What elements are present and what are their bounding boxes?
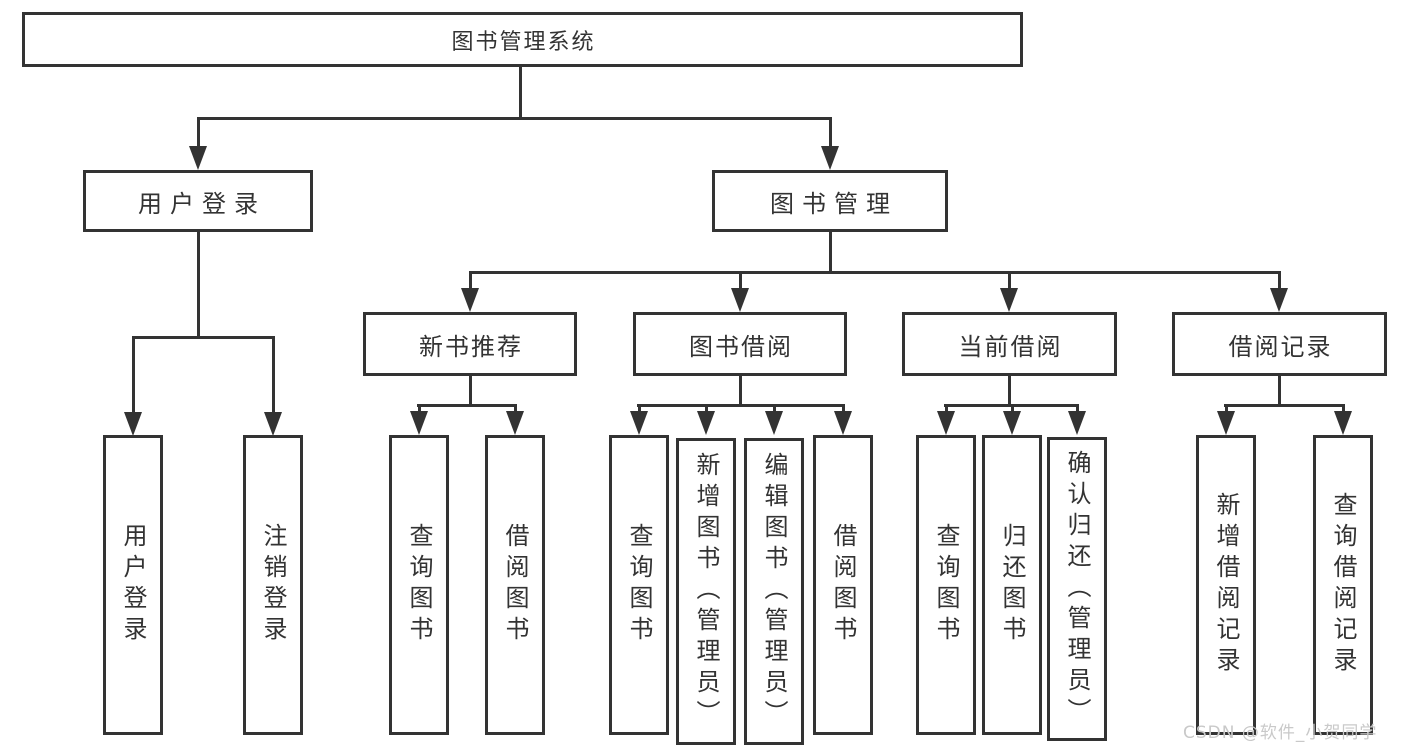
node-borrow-records-label: 借阅记录 [1228,332,1333,361]
leaf-borrow-books-recommend-label: 借阅图书 [501,523,529,647]
node-root: 图书管理系统 [22,12,1023,67]
leaf-add-borrow-record: 新增借阅记录 [1196,435,1256,735]
node-current-borrow: 当前借阅 [902,312,1117,376]
connector-line [514,404,517,414]
connector-line [132,336,135,413]
arrow-down-icon [461,288,479,312]
connector-line [197,117,831,120]
connector-line [829,232,832,274]
connector-line [132,336,275,339]
node-new-book-recommend: 新书推荐 [363,312,577,376]
connector-line [1076,404,1079,414]
leaf-logout: 注销登录 [243,435,303,735]
connector-line [197,117,200,146]
arrow-down-icon [937,411,955,435]
leaf-borrow-books-recommend: 借阅图书 [485,435,545,735]
arrow-down-icon [834,411,852,435]
leaf-query-borrow-record: 查询借阅记录 [1313,435,1373,735]
arrow-down-icon [124,412,142,436]
connector-line [739,376,742,407]
connector-line [417,404,517,407]
connector-line [197,232,200,339]
leaf-query-books-borrow: 查询图书 [609,435,669,735]
node-current-borrow-label: 当前借阅 [958,332,1063,361]
arrow-down-icon [765,411,783,435]
node-user-login: 用户登录 [83,170,313,232]
leaf-logout-label: 注销登录 [259,523,287,647]
arrow-down-icon [1217,411,1235,435]
connector-line [739,271,742,289]
connector-line [638,404,641,414]
leaf-user-login-label: 用户登录 [119,523,147,647]
leaf-confirm-return-admin: 确认归还（管理员） [1047,437,1107,741]
node-book-management-label: 图书管理 [770,189,898,218]
connector-line [418,404,421,414]
arrow-down-icon [697,411,715,435]
arrow-down-icon [731,288,749,312]
arrow-down-icon [506,411,524,435]
node-book-borrow-label: 图书借阅 [689,332,793,361]
leaf-add-borrow-record-label: 新增借阅记录 [1212,492,1240,678]
arrow-down-icon [1000,288,1018,312]
leaf-query-borrow-record-label: 查询借阅记录 [1329,492,1357,678]
node-root-label: 图书管理系统 [451,29,596,55]
connector-line [1011,404,1014,414]
arrow-down-icon [630,411,648,435]
arrow-down-icon [821,146,839,170]
leaf-query-books-current-label: 查询图书 [932,523,960,647]
connector-line [1224,404,1345,407]
leaf-confirm-return-admin-label: 确认归还（管理员） [1063,449,1091,729]
arrow-down-icon [410,411,428,435]
arrow-down-icon [1334,411,1352,435]
node-book-borrow: 图书借阅 [633,312,847,376]
leaf-query-books-current: 查询图书 [916,435,976,735]
connector-line [469,271,1281,274]
leaf-add-book-admin: 新增图书（管理员） [676,438,736,745]
connector-line [637,404,845,407]
connector-line [1278,271,1281,289]
leaf-edit-book-admin-label: 编辑图书（管理员） [760,452,788,731]
node-borrow-records: 借阅记录 [1172,312,1387,376]
connector-line [469,271,472,289]
connector-line [842,404,845,414]
watermark: CSDN @软件_小贺同学 [1183,723,1378,743]
connector-line [272,336,275,413]
arrow-down-icon [264,412,282,436]
leaf-add-book-admin-label: 新增图书（管理员） [692,452,720,731]
arrow-down-icon [1270,288,1288,312]
arrow-down-icon [1003,411,1021,435]
leaf-edit-book-admin: 编辑图书（管理员） [744,438,804,745]
connector-line [1008,376,1011,407]
connector-line [469,376,472,407]
connector-line [945,404,948,414]
leaf-borrow-books-borrow: 借阅图书 [813,435,873,735]
connector-line [1342,404,1345,414]
connector-line [1278,376,1281,407]
arrow-down-icon [189,146,207,170]
leaf-return-book: 归还图书 [982,435,1042,735]
node-book-management: 图书管理 [712,170,948,232]
leaf-borrow-books-borrow-label: 借阅图书 [829,523,857,647]
leaf-query-books-borrow-label: 查询图书 [625,523,653,647]
leaf-query-books-recommend-label: 查询图书 [405,523,433,647]
leaf-query-books-recommend: 查询图书 [389,435,449,735]
leaf-user-login: 用户登录 [103,435,163,735]
leaf-return-book-label: 归还图书 [998,523,1026,647]
node-new-book-recommend-label: 新书推荐 [419,332,523,361]
connector-line [1008,271,1011,289]
arrow-down-icon [1068,411,1086,435]
node-user-login-label: 用户登录 [138,189,266,218]
connector-line [705,404,708,414]
connector-line [519,67,522,118]
connector-line [829,117,832,146]
connector-line [773,404,776,414]
connector-line [1225,404,1228,414]
